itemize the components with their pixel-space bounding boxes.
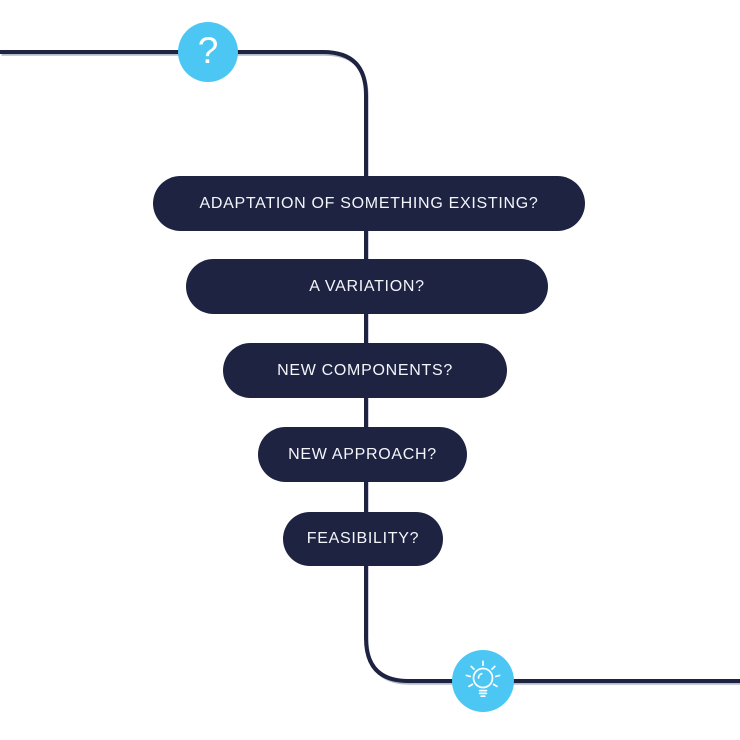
start-question-badge: ? [178,22,238,82]
funnel-stage-label: A VARIATION? [309,277,425,295]
funnel-stage-new-approach: NEW APPROACH? [258,427,467,482]
end-idea-badge [452,650,514,712]
funnel-stage-variation: A VARIATION? [186,259,548,314]
funnel-stage-label: NEW COMPONENTS? [277,361,453,379]
funnel-stage-label: NEW APPROACH? [288,445,437,463]
funnel-stage-new-components: NEW COMPONENTS? [223,343,507,398]
funnel-stage-feasibility: FEASIBILITY? [283,512,443,566]
question-mark-icon: ? [197,29,219,71]
funnel-stage-label: FEASIBILITY? [306,530,420,547]
lightbulb-icon [465,660,501,698]
funnel-stage-adaptation: ADAPTATION OF SOMETHING EXISTING? [153,176,585,231]
funnel-stage-label: ADAPTATION OF SOMETHING EXISTING? [199,194,539,212]
